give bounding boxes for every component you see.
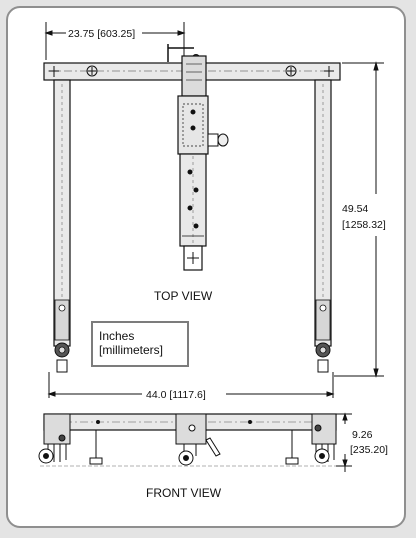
top-width-label: 23.75 [603.25] — [68, 28, 135, 40]
center-mast — [167, 44, 229, 271]
front-view-label: FRONT VIEW — [146, 486, 222, 500]
front-height-dimension — [336, 412, 352, 472]
front-height-inches-label: 9.26 — [352, 429, 373, 441]
overall-width-dimension — [47, 372, 335, 398]
right-leg — [314, 79, 332, 373]
front-height-mm-label: [235.20] — [350, 444, 388, 456]
left-leg — [53, 79, 71, 373]
top-width-dimension — [44, 22, 186, 60]
overall-width-label: 44.0 [1117.6] — [146, 389, 206, 401]
height-dimension — [334, 61, 384, 378]
units-legend-millimeters: [millimeters] — [99, 343, 164, 357]
height-inches-label: 49.54 — [342, 203, 368, 215]
top-view-label: TOP VIEW — [154, 289, 213, 303]
units-legend: Inches [millimeters] — [91, 321, 189, 367]
height-mm-label: [1258.32] — [342, 219, 386, 231]
units-legend-inches: Inches — [99, 329, 135, 343]
front-view — [38, 413, 340, 467]
